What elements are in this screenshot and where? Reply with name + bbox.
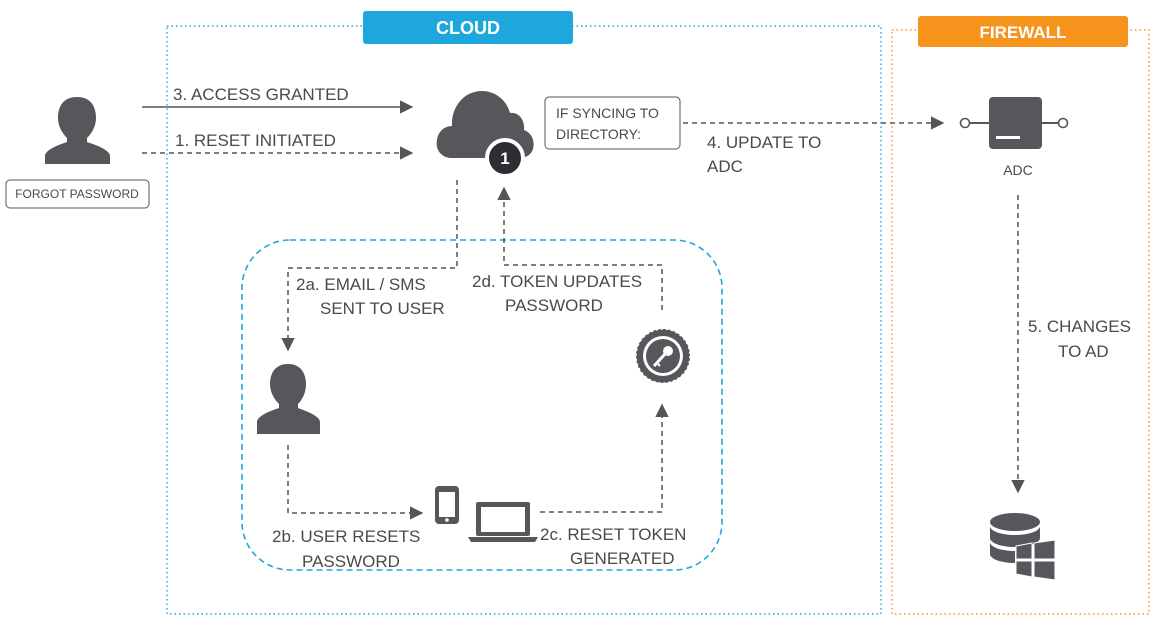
adc-label: ADC xyxy=(1003,162,1033,178)
user-icon xyxy=(45,97,110,164)
cloud-region-label: CLOUD xyxy=(436,18,500,38)
user-resets-line2: PASSWORD xyxy=(302,552,400,571)
database-windows-icon xyxy=(990,513,1056,581)
user-resets-arrow xyxy=(287,445,424,520)
firewall-region-border xyxy=(891,29,1150,615)
firewall-region-header: FIREWALL xyxy=(918,16,1128,47)
changes-ad-line1: 5. CHANGES xyxy=(1028,317,1131,336)
laptop-icon xyxy=(468,502,538,542)
adc-server-icon xyxy=(959,97,1069,149)
key-seal-icon xyxy=(635,328,691,384)
reset-token-arrow xyxy=(540,403,669,513)
email-sms-line2: SENT TO USER xyxy=(320,299,445,318)
update-adc-line2: ADC xyxy=(707,157,743,176)
sync-note-line2: DIRECTORY: xyxy=(556,126,641,142)
token-updates-line1: 2d. TOKEN UPDATES xyxy=(472,272,642,291)
phone-icon xyxy=(435,486,459,524)
user-resets-line1: 2b. USER RESETS xyxy=(272,527,420,546)
access-granted-label: 3. ACCESS GRANTED xyxy=(173,85,349,104)
cloud-region-header: CLOUD xyxy=(363,11,573,44)
token-updates-arrow xyxy=(497,186,663,310)
reset-initiated-label: 1. RESET INITIATED xyxy=(175,131,336,150)
self-service-box xyxy=(241,239,723,571)
inner-user-icon xyxy=(257,364,320,434)
forgot-password-label: FORGOT PASSWORD xyxy=(15,187,139,201)
reset-token-line1: 2c. RESET TOKEN xyxy=(540,525,686,544)
cloud-badge: 1 xyxy=(485,138,525,178)
changes-ad-line2: TO AD xyxy=(1058,342,1109,361)
email-sms-arrow xyxy=(281,180,458,352)
sync-note-line1: IF SYNCING TO xyxy=(556,105,659,121)
token-updates-line2: PASSWORD xyxy=(505,296,603,315)
email-sms-line1: 2a. EMAIL / SMS xyxy=(296,275,426,294)
forgot-password-tag: FORGOT PASSWORD xyxy=(5,179,150,209)
sync-note-box xyxy=(544,96,681,150)
cloud-badge-number: 1 xyxy=(500,149,509,168)
firewall-region-label: FIREWALL xyxy=(980,23,1067,42)
update-adc-line1: 4. UPDATE TO xyxy=(707,133,821,152)
reset-token-line2: GENERATED xyxy=(570,549,675,568)
